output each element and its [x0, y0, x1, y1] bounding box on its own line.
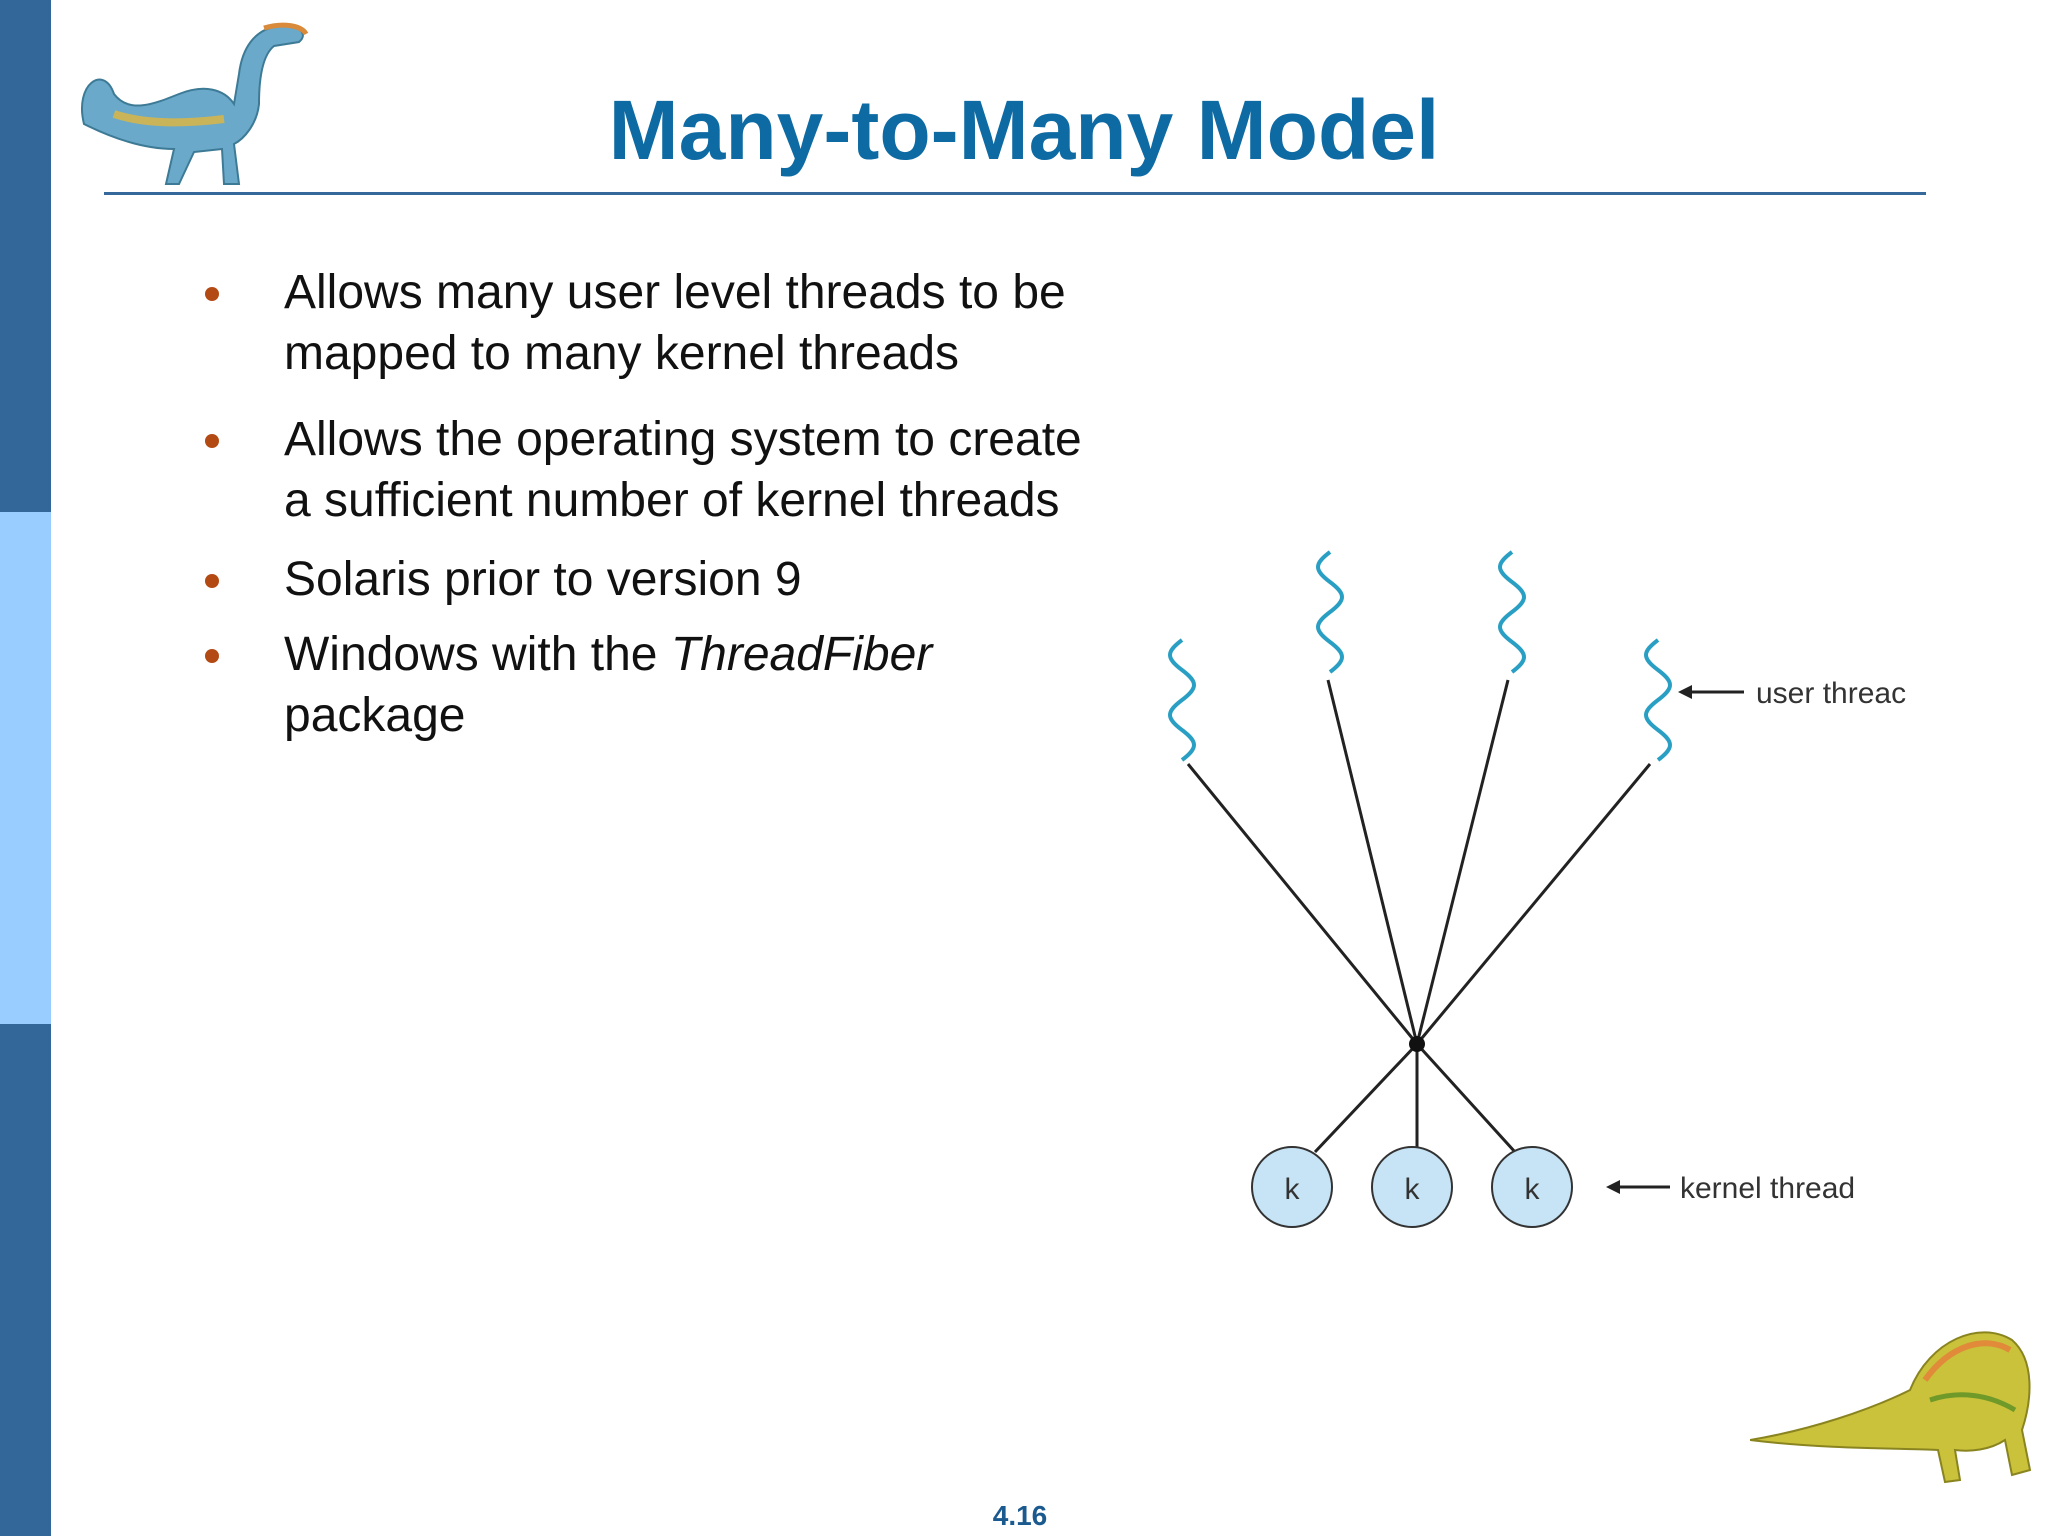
bullet-text-italic: ThreadFiber: [670, 628, 933, 681]
slide-title: Many-to-Many Model: [608, 83, 1440, 177]
mapping-line: [1186, 763, 1419, 1045]
bullet-dot: [205, 287, 219, 301]
mapping-line: [1415, 679, 1510, 1045]
junction-dot: [1409, 1036, 1425, 1052]
bullet-item: Allows many user level threads to be map…: [195, 262, 1195, 384]
many-to-many-diagram: k k k user threac kernel thread: [1168, 550, 1906, 1228]
bullet-item: Allows the operating system to create a …: [195, 409, 1195, 531]
user-thread-wave: [1644, 638, 1672, 762]
user-thread-waves: [1168, 550, 1672, 762]
bullet-list: Allows many user level threads to be map…: [195, 262, 1195, 746]
bullet-text: Solaris prior to version 9: [284, 553, 802, 606]
kernel-thread-label: kernel thread: [1680, 1172, 1855, 1205]
bullet-dot: [205, 434, 219, 448]
user-thread-wave: [1498, 550, 1526, 674]
kernel-thread-arrowhead: [1606, 1180, 1620, 1194]
sidebar-segment-top: [0, 0, 51, 512]
user-thread-wave: [1168, 638, 1196, 762]
bullet-dot: [205, 574, 219, 588]
kernel-thread-node: k: [1371, 1146, 1453, 1228]
kernel-node-label: k: [1285, 1173, 1301, 1206]
sidebar-segment-middle: [0, 512, 51, 1024]
bullet-text: a sufficient number of kernel threads: [284, 474, 1060, 527]
kernel-node-label: k: [1525, 1173, 1541, 1206]
bullet-text-prefix: Windows with the: [284, 628, 671, 681]
mapping-line: [1415, 1042, 1517, 1154]
kernel-node-label: k: [1405, 1173, 1421, 1206]
kernel-thread-node: k: [1251, 1146, 1333, 1228]
bullet-text: Allows the operating system to create: [284, 413, 1082, 466]
kernel-thread-nodes: k k k: [1251, 1146, 1573, 1228]
bullet-item: Windows with the ThreadFiber package: [195, 624, 1195, 746]
page-number: 4.16: [992, 1500, 1048, 1531]
bullet-item: Solaris prior to version 9: [195, 549, 1195, 610]
kernel-thread-node: k: [1491, 1146, 1573, 1228]
bullet-text: mapped to many kernel threads: [284, 327, 960, 380]
user-thread-wave: [1316, 550, 1344, 674]
user-thread-arrowhead: [1678, 685, 1692, 699]
sidebar-stripe: [0, 0, 51, 1536]
dinosaur-logo-top: [81, 22, 309, 185]
bullet-text: package: [284, 689, 466, 742]
mapping-line: [1326, 679, 1419, 1045]
user-thread-label: user threac: [1756, 677, 1906, 710]
mapping-line: [1415, 763, 1652, 1045]
bullet-text: Windows with the ThreadFiber: [284, 624, 1195, 685]
mapping-lines: [1186, 679, 1652, 1154]
sidebar-segment-bottom: [0, 1024, 51, 1536]
bullet-dot: [205, 649, 219, 663]
dinosaur-logo-bottom: [1750, 1331, 2032, 1484]
bullet-text: Allows many user level threads to be: [284, 266, 1066, 319]
title-divider: [104, 192, 1926, 195]
mapping-line: [1313, 1042, 1419, 1154]
